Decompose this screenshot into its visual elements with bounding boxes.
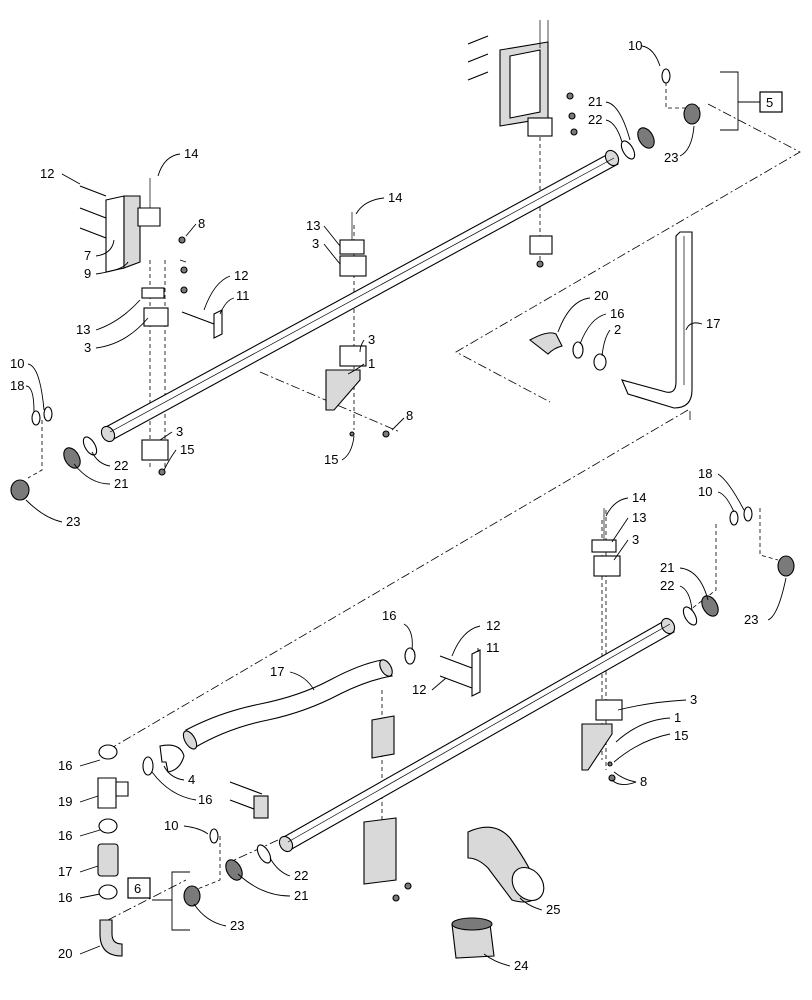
callout-8: 8 — [198, 216, 205, 231]
callout-23: 23 — [744, 612, 758, 627]
hose-17-upper — [621, 231, 693, 409]
lower-clamp-11 — [439, 649, 481, 697]
leader-lines — [25, 45, 787, 967]
callout-23: 23 — [66, 514, 80, 529]
upper-left-fittings — [10, 406, 98, 501]
callout-22: 22 — [588, 112, 602, 127]
callout-14: 14 — [632, 490, 646, 505]
callout-20: 20 — [594, 288, 608, 303]
callout-ref-6: 6 — [134, 881, 141, 896]
callout-ref-5: 5 — [766, 95, 773, 110]
callout-12: 12 — [486, 618, 500, 633]
callout-15: 15 — [674, 728, 688, 743]
callout-10: 10 — [628, 38, 642, 53]
callout-3: 3 — [690, 692, 697, 707]
callout-4: 4 — [188, 772, 195, 787]
callout-17: 17 — [706, 316, 720, 331]
assembly-centerlines — [27, 60, 801, 921]
callout-1: 1 — [368, 356, 375, 371]
callout-21: 21 — [588, 94, 602, 109]
clamp-4 — [142, 744, 185, 776]
callout-12: 12 — [412, 682, 426, 697]
callout-13: 13 — [76, 322, 90, 337]
callout-21: 21 — [660, 560, 674, 575]
callout-18: 18 — [698, 466, 712, 481]
lower-left-fittings — [183, 828, 272, 907]
ref-bracket-6 — [127, 871, 190, 931]
callout-23: 23 — [230, 918, 244, 933]
callout-16: 16 — [382, 608, 396, 623]
callout-3: 3 — [632, 532, 639, 547]
callout-13: 13 — [306, 218, 320, 233]
callout-9: 9 — [84, 266, 91, 281]
callout-16: 16 — [610, 306, 624, 321]
callout-17: 17 — [270, 664, 284, 679]
callout-2: 2 — [614, 322, 621, 337]
callout-15: 15 — [324, 452, 338, 467]
elbow-20-upper — [529, 332, 607, 371]
callout-10: 10 — [10, 356, 24, 371]
callout-14: 14 — [388, 190, 402, 205]
callout-labels: 10 21 22 23 5 12 14 8 7 9 13 3 14 13 3 1… — [10, 38, 773, 973]
ref-box-5 — [759, 91, 783, 113]
callout-7: 7 — [84, 248, 91, 263]
lower-right-fittings — [682, 506, 795, 626]
callout-24: 24 — [514, 958, 528, 973]
part-25-elbow — [467, 826, 545, 903]
lower-right-bracket-assembly — [581, 508, 623, 782]
callout-16: 16 — [58, 890, 72, 905]
hose-17-lower — [182, 647, 416, 750]
callout-17: 17 — [58, 864, 72, 879]
lower-middle-bracket-assembly — [229, 715, 412, 902]
upper-right-bracket-assembly — [467, 20, 578, 268]
left-fitting-stack — [97, 744, 129, 957]
callout-11: 11 — [486, 640, 500, 655]
upper-boom-pipe — [100, 149, 620, 443]
callout-12: 12 — [40, 166, 54, 181]
callout-3: 3 — [312, 236, 319, 251]
callout-13: 13 — [632, 510, 646, 525]
upper-right-fittings — [620, 68, 701, 160]
callout-22: 22 — [114, 458, 128, 473]
upper-left-bracket-assembly — [79, 178, 188, 476]
callout-16: 16 — [58, 758, 72, 773]
ref-bracket-5 — [720, 71, 783, 131]
callout-14: 14 — [184, 146, 198, 161]
callout-22: 22 — [660, 578, 674, 593]
callout-19: 19 — [58, 794, 72, 809]
callout-3: 3 — [368, 332, 375, 347]
callout-25: 25 — [546, 902, 560, 917]
callout-10: 10 — [164, 818, 178, 833]
callout-8: 8 — [640, 774, 647, 789]
callout-21: 21 — [114, 476, 128, 491]
upper-clamp-11 — [181, 309, 223, 339]
callout-8: 8 — [406, 408, 413, 423]
ref-box-6 — [127, 877, 151, 899]
upper-middle-bracket-assembly — [325, 212, 390, 438]
callout-15: 15 — [180, 442, 194, 457]
callout-20: 20 — [58, 946, 72, 961]
callout-11: 11 — [236, 288, 250, 303]
lower-boom-pipe — [278, 617, 676, 853]
callout-1: 1 — [674, 710, 681, 725]
callout-16: 16 — [198, 792, 212, 807]
callout-16: 16 — [58, 828, 72, 843]
callout-22: 22 — [294, 868, 308, 883]
callout-10: 10 — [698, 484, 712, 499]
callout-21: 21 — [294, 888, 308, 903]
callout-3: 3 — [176, 424, 183, 439]
bolt-set-upper-right — [467, 35, 489, 81]
callout-23: 23 — [664, 150, 678, 165]
callout-12: 12 — [234, 268, 248, 283]
callout-3: 3 — [84, 340, 91, 355]
callout-18: 18 — [10, 378, 24, 393]
part-24-cap — [451, 917, 495, 959]
